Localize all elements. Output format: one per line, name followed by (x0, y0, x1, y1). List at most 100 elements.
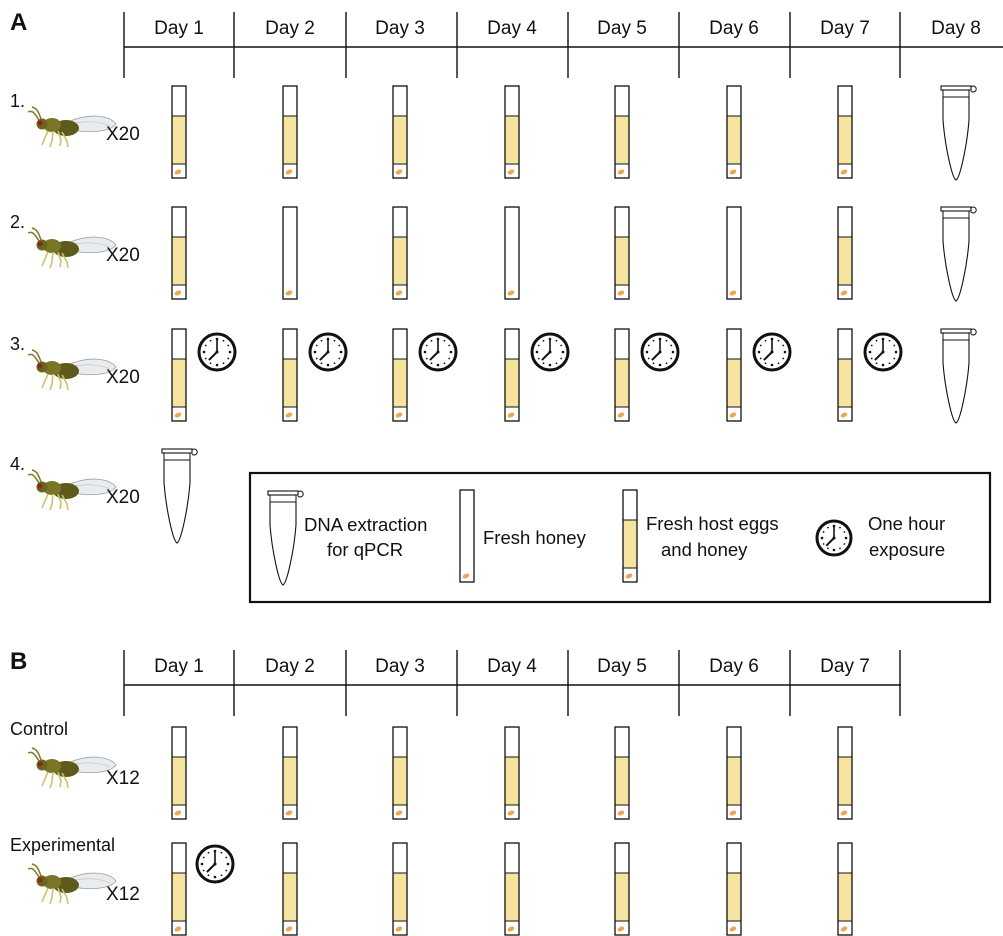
multiplier-label: X20 (106, 124, 140, 145)
clock-icon (642, 334, 678, 370)
fresh-honey-tube (460, 490, 474, 582)
fresh-honey-tube (505, 207, 519, 299)
legend-honey-text: Fresh honey (483, 527, 587, 548)
host-eggs-honey-tube (615, 329, 629, 421)
legend-eggs-line2: and honey (661, 539, 748, 560)
clock-icon (817, 521, 851, 555)
row-label: 4. (10, 454, 25, 474)
host-eggs-honey-tube (838, 843, 852, 935)
wasp-image (28, 228, 116, 268)
legend-dna-line2: for qPCR (327, 539, 403, 560)
host-eggs-honey-tube (615, 207, 629, 299)
day-label: Day 1 (154, 18, 204, 39)
host-eggs-honey-tube (838, 727, 852, 819)
multiplier-label: X20 (106, 245, 140, 266)
clock-icon (420, 334, 456, 370)
host-eggs-honey-tube (505, 329, 519, 421)
host-eggs-honey-tube (623, 490, 637, 582)
host-eggs-honey-tube (283, 329, 297, 421)
day-label: Day 2 (265, 18, 315, 39)
host-eggs-honey-tube (505, 727, 519, 819)
host-eggs-honey-tube (283, 727, 297, 819)
day-label: Day 5 (597, 656, 647, 677)
row-label: 1. (10, 91, 25, 111)
host-eggs-honey-tube (727, 843, 741, 935)
day-label: Day 8 (931, 18, 981, 39)
host-eggs-honey-tube (172, 843, 186, 935)
host-eggs-honey-tube (727, 86, 741, 178)
host-eggs-honey-tube (615, 727, 629, 819)
panel-a-row: 2. X20 (10, 207, 976, 301)
host-eggs-honey-tube (505, 843, 519, 935)
day-label: Day 3 (375, 656, 425, 677)
day-label: Day 5 (597, 18, 647, 39)
day-label: Day 2 (265, 656, 315, 677)
panel-a-row: 4. X20 (10, 449, 197, 543)
host-eggs-honey-tube (505, 86, 519, 178)
host-eggs-honey-tube (283, 843, 297, 935)
fresh-honey-tube (283, 207, 297, 299)
wasp-image (28, 350, 116, 390)
row-label: 2. (10, 212, 25, 232)
day-label: Day 6 (709, 18, 759, 39)
host-eggs-honey-tube (615, 843, 629, 935)
host-eggs-honey-tube (172, 207, 186, 299)
legend-box: DNA extraction for qPCR Fresh honey Fresh h… (250, 473, 990, 602)
clock-icon (197, 846, 233, 882)
host-eggs-honey-tube (393, 329, 407, 421)
panel-a-row: 3.X20 (10, 329, 976, 423)
legend-clock-line1: One hour (868, 513, 945, 534)
host-eggs-honey-tube (172, 727, 186, 819)
panel-b-label: B (10, 648, 27, 675)
legend-dna-line1: DNA extraction (304, 514, 427, 535)
multiplier-label: X12 (106, 768, 140, 789)
legend-clock-line2: exposure (869, 539, 945, 560)
wasp-image (28, 107, 116, 147)
wasp-image (28, 470, 116, 510)
dna-extraction-tube (941, 207, 976, 301)
wasp-image (28, 864, 116, 904)
host-eggs-honey-tube (283, 86, 297, 178)
host-eggs-honey-tube (727, 329, 741, 421)
row-label: Experimental (10, 835, 115, 855)
host-eggs-honey-tube (838, 207, 852, 299)
legend-border (250, 473, 990, 602)
host-eggs-honey-tube (393, 843, 407, 935)
host-eggs-honey-tube (172, 86, 186, 178)
day-label: Day 4 (487, 18, 537, 39)
clock-icon (865, 334, 901, 370)
row-label: Control (10, 719, 68, 739)
dna-extraction-tube (162, 449, 197, 543)
host-eggs-honey-tube (838, 329, 852, 421)
clock-icon (532, 334, 568, 370)
fresh-honey-tube (727, 207, 741, 299)
host-eggs-honey-tube (393, 86, 407, 178)
host-eggs-honey-tube (393, 727, 407, 819)
day-label: Day 6 (709, 656, 759, 677)
host-eggs-honey-tube (838, 86, 852, 178)
dna-extraction-tube (941, 329, 976, 423)
host-eggs-honey-tube (393, 207, 407, 299)
legend-eggs-line1: Fresh host eggs (646, 513, 779, 534)
host-eggs-honey-tube (615, 86, 629, 178)
day-label: Day 4 (487, 656, 537, 677)
clock-icon (754, 334, 790, 370)
day-label: Day 3 (375, 18, 425, 39)
wasp-image (28, 748, 116, 788)
dna-extraction-tube (941, 86, 976, 180)
clock-icon (199, 334, 235, 370)
clock-icon (310, 334, 346, 370)
day-label: Day 7 (820, 656, 870, 677)
day-label: Day 7 (820, 18, 870, 39)
multiplier-label: X12 (106, 884, 140, 905)
panel-a-row: 1. X20 (10, 86, 976, 180)
row-label: 3. (10, 334, 25, 354)
day-label: Day 1 (154, 656, 204, 677)
dna-extraction-tube (268, 491, 303, 585)
multiplier-label: X20 (106, 487, 140, 508)
host-eggs-honey-tube (727, 727, 741, 819)
host-eggs-honey-tube (172, 329, 186, 421)
